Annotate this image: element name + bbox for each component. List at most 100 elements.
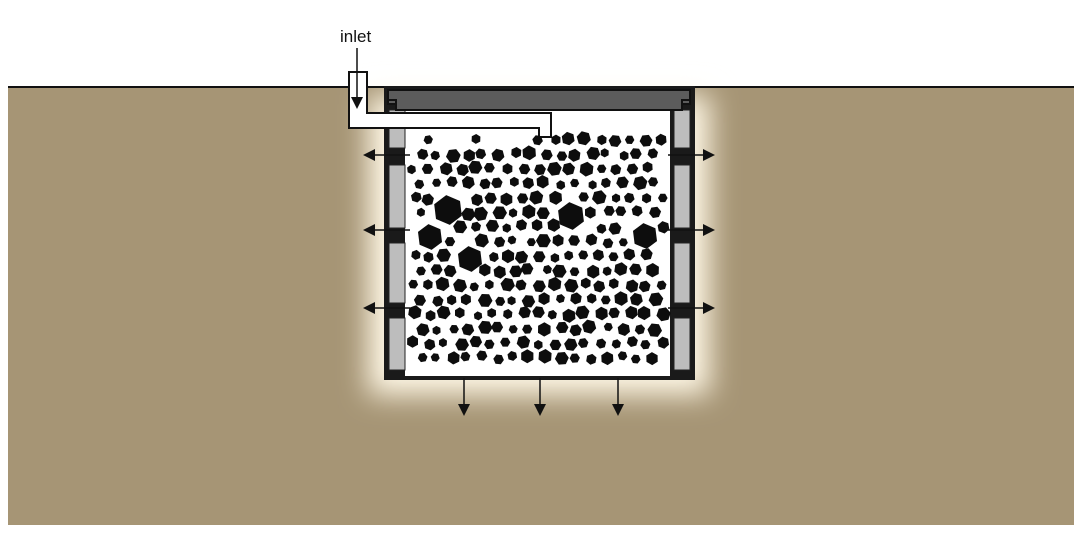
hexagon-stone-icon: [536, 207, 550, 219]
hexagon-stone-icon: [411, 191, 422, 203]
hexagon-stone-icon: [564, 250, 574, 261]
hexagon-stone-icon: [596, 223, 607, 234]
hexagon-stone-icon: [439, 162, 453, 176]
hexagon-stone-icon: [578, 250, 589, 260]
hexagon-stone-icon: [536, 175, 549, 189]
hexagon-stone-icon: [421, 193, 434, 206]
hexagon-stone-icon: [569, 267, 580, 277]
hexagon-stone-icon: [469, 282, 479, 292]
hexagon-stone-icon: [435, 276, 450, 292]
hexagon-stone-icon: [587, 264, 600, 279]
hexagon-stone-icon: [411, 249, 421, 260]
hexagon-stone-icon: [579, 161, 594, 177]
hexagon-stone-icon: [520, 263, 534, 275]
hexagon-stone-icon: [588, 180, 597, 190]
hexagon-stone-icon: [535, 234, 551, 248]
hexagon-stone-icon: [640, 248, 653, 261]
hexagon-stone-icon: [562, 162, 575, 176]
hexagon-stone-icon: [508, 325, 518, 334]
hexagon-stone-icon: [603, 322, 613, 332]
hexagon-stone-icon: [547, 218, 560, 232]
hexagon-stone-icon: [593, 280, 606, 293]
hexagon-stone-icon: [425, 310, 436, 322]
hexagon-stone-icon: [611, 339, 621, 349]
hexagon-stone-icon: [507, 351, 518, 361]
hexagon-stone-icon: [492, 206, 507, 220]
hexagon-stone-icon: [639, 134, 653, 147]
hexagon-stone-icon: [633, 223, 657, 249]
hexagon-stone-icon: [552, 264, 567, 278]
hexagon-stone-icon: [522, 324, 533, 334]
hexagon-stone-icon: [446, 149, 461, 163]
hexagon-stone-icon: [453, 220, 468, 234]
hexagon-stone-icon: [534, 340, 543, 350]
hexagon-stone-icon: [430, 264, 443, 275]
hexagon-stone-icon: [491, 177, 503, 189]
hexagon-stone-icon: [603, 205, 615, 216]
hexagon-stone-icon: [461, 207, 476, 221]
hexagon-stone-icon: [511, 147, 522, 159]
hexagon-stone-icon: [507, 296, 516, 306]
hexagon-stone-icon: [623, 248, 636, 261]
hexagon-stone-icon: [493, 265, 506, 279]
hexagon-stone-icon: [446, 294, 457, 306]
hexagon-stone-icon: [555, 321, 569, 334]
hexagon-stone-icon: [471, 134, 481, 144]
hexagon-stone-icon: [614, 262, 628, 276]
hexagon-stone-icon: [508, 208, 518, 218]
hexagon-stone-icon: [495, 296, 506, 306]
hexagon-stone-icon: [556, 151, 568, 161]
hexagon-stone-icon: [416, 266, 426, 276]
hexagon-stone-icon: [614, 291, 628, 306]
hexagon-stone-icon: [423, 279, 433, 290]
hexagon-stone-icon: [552, 234, 564, 247]
hexagon-stone-icon: [554, 352, 569, 365]
hexagon-stone-icon: [417, 148, 429, 160]
hexagon-stone-icon: [484, 339, 495, 350]
hexagon-stone-icon: [564, 338, 578, 351]
hexagon-stone-icon: [656, 307, 671, 322]
hexagon-stone-icon: [529, 190, 544, 205]
hexagon-stone-icon: [658, 193, 668, 203]
hexagon-stone-icon: [413, 294, 426, 306]
hexagon-stone-icon: [538, 349, 552, 364]
hexagon-stone-icon: [562, 308, 576, 323]
hexagon-stone-icon: [533, 251, 546, 263]
hexagon-stone-icon: [531, 219, 543, 232]
hexagon-stone-icon: [502, 223, 512, 233]
hexagon-stone-icon: [522, 204, 536, 219]
hexagon-stone-icon: [601, 351, 614, 366]
hexagon-stone-icon: [647, 148, 658, 159]
hexagon-stone-icon: [461, 175, 475, 189]
hexagon-stone-icon: [515, 279, 527, 291]
hexagon-stone-icon: [564, 278, 579, 293]
hexagon-stone-icon: [460, 293, 471, 306]
hexagon-stone-icon: [532, 306, 545, 318]
hexagon-stone-icon: [434, 195, 462, 225]
hexagon-stone-icon: [585, 233, 598, 246]
hexagon-stone-icon: [479, 178, 491, 190]
hexagon-stone-icon: [473, 206, 488, 221]
hexagon-stone-icon: [460, 351, 471, 362]
hexagon-stone-icon: [618, 238, 628, 247]
hexagon-stone-icon: [416, 207, 425, 217]
hexagon-stone-icon: [655, 133, 667, 146]
hexagon-stone-icon: [569, 324, 582, 337]
hexagon-stone-icon: [549, 190, 562, 205]
hexagon-stone-icon: [556, 294, 565, 304]
hexagon-stone-icon: [417, 352, 428, 363]
hexagon-stone-icon: [582, 319, 597, 334]
hexagon-stone-icon: [455, 307, 465, 319]
hexagon-stone-icon: [479, 263, 491, 277]
wall-block: [673, 109, 691, 149]
hexagon-stone-icon: [568, 235, 580, 246]
hexagon-stone-icon: [461, 323, 475, 336]
hexagon-stone-icon: [507, 235, 517, 245]
inlet-pipe: [348, 71, 552, 138]
hexagon-stone-icon: [633, 176, 648, 191]
hexagon-stone-icon: [592, 249, 604, 261]
hexagon-stone-icon: [630, 292, 643, 306]
hexagon-stone-icon: [517, 193, 529, 204]
hexagon-stone-icon: [494, 236, 506, 248]
hexagon-stone-icon: [592, 190, 607, 205]
